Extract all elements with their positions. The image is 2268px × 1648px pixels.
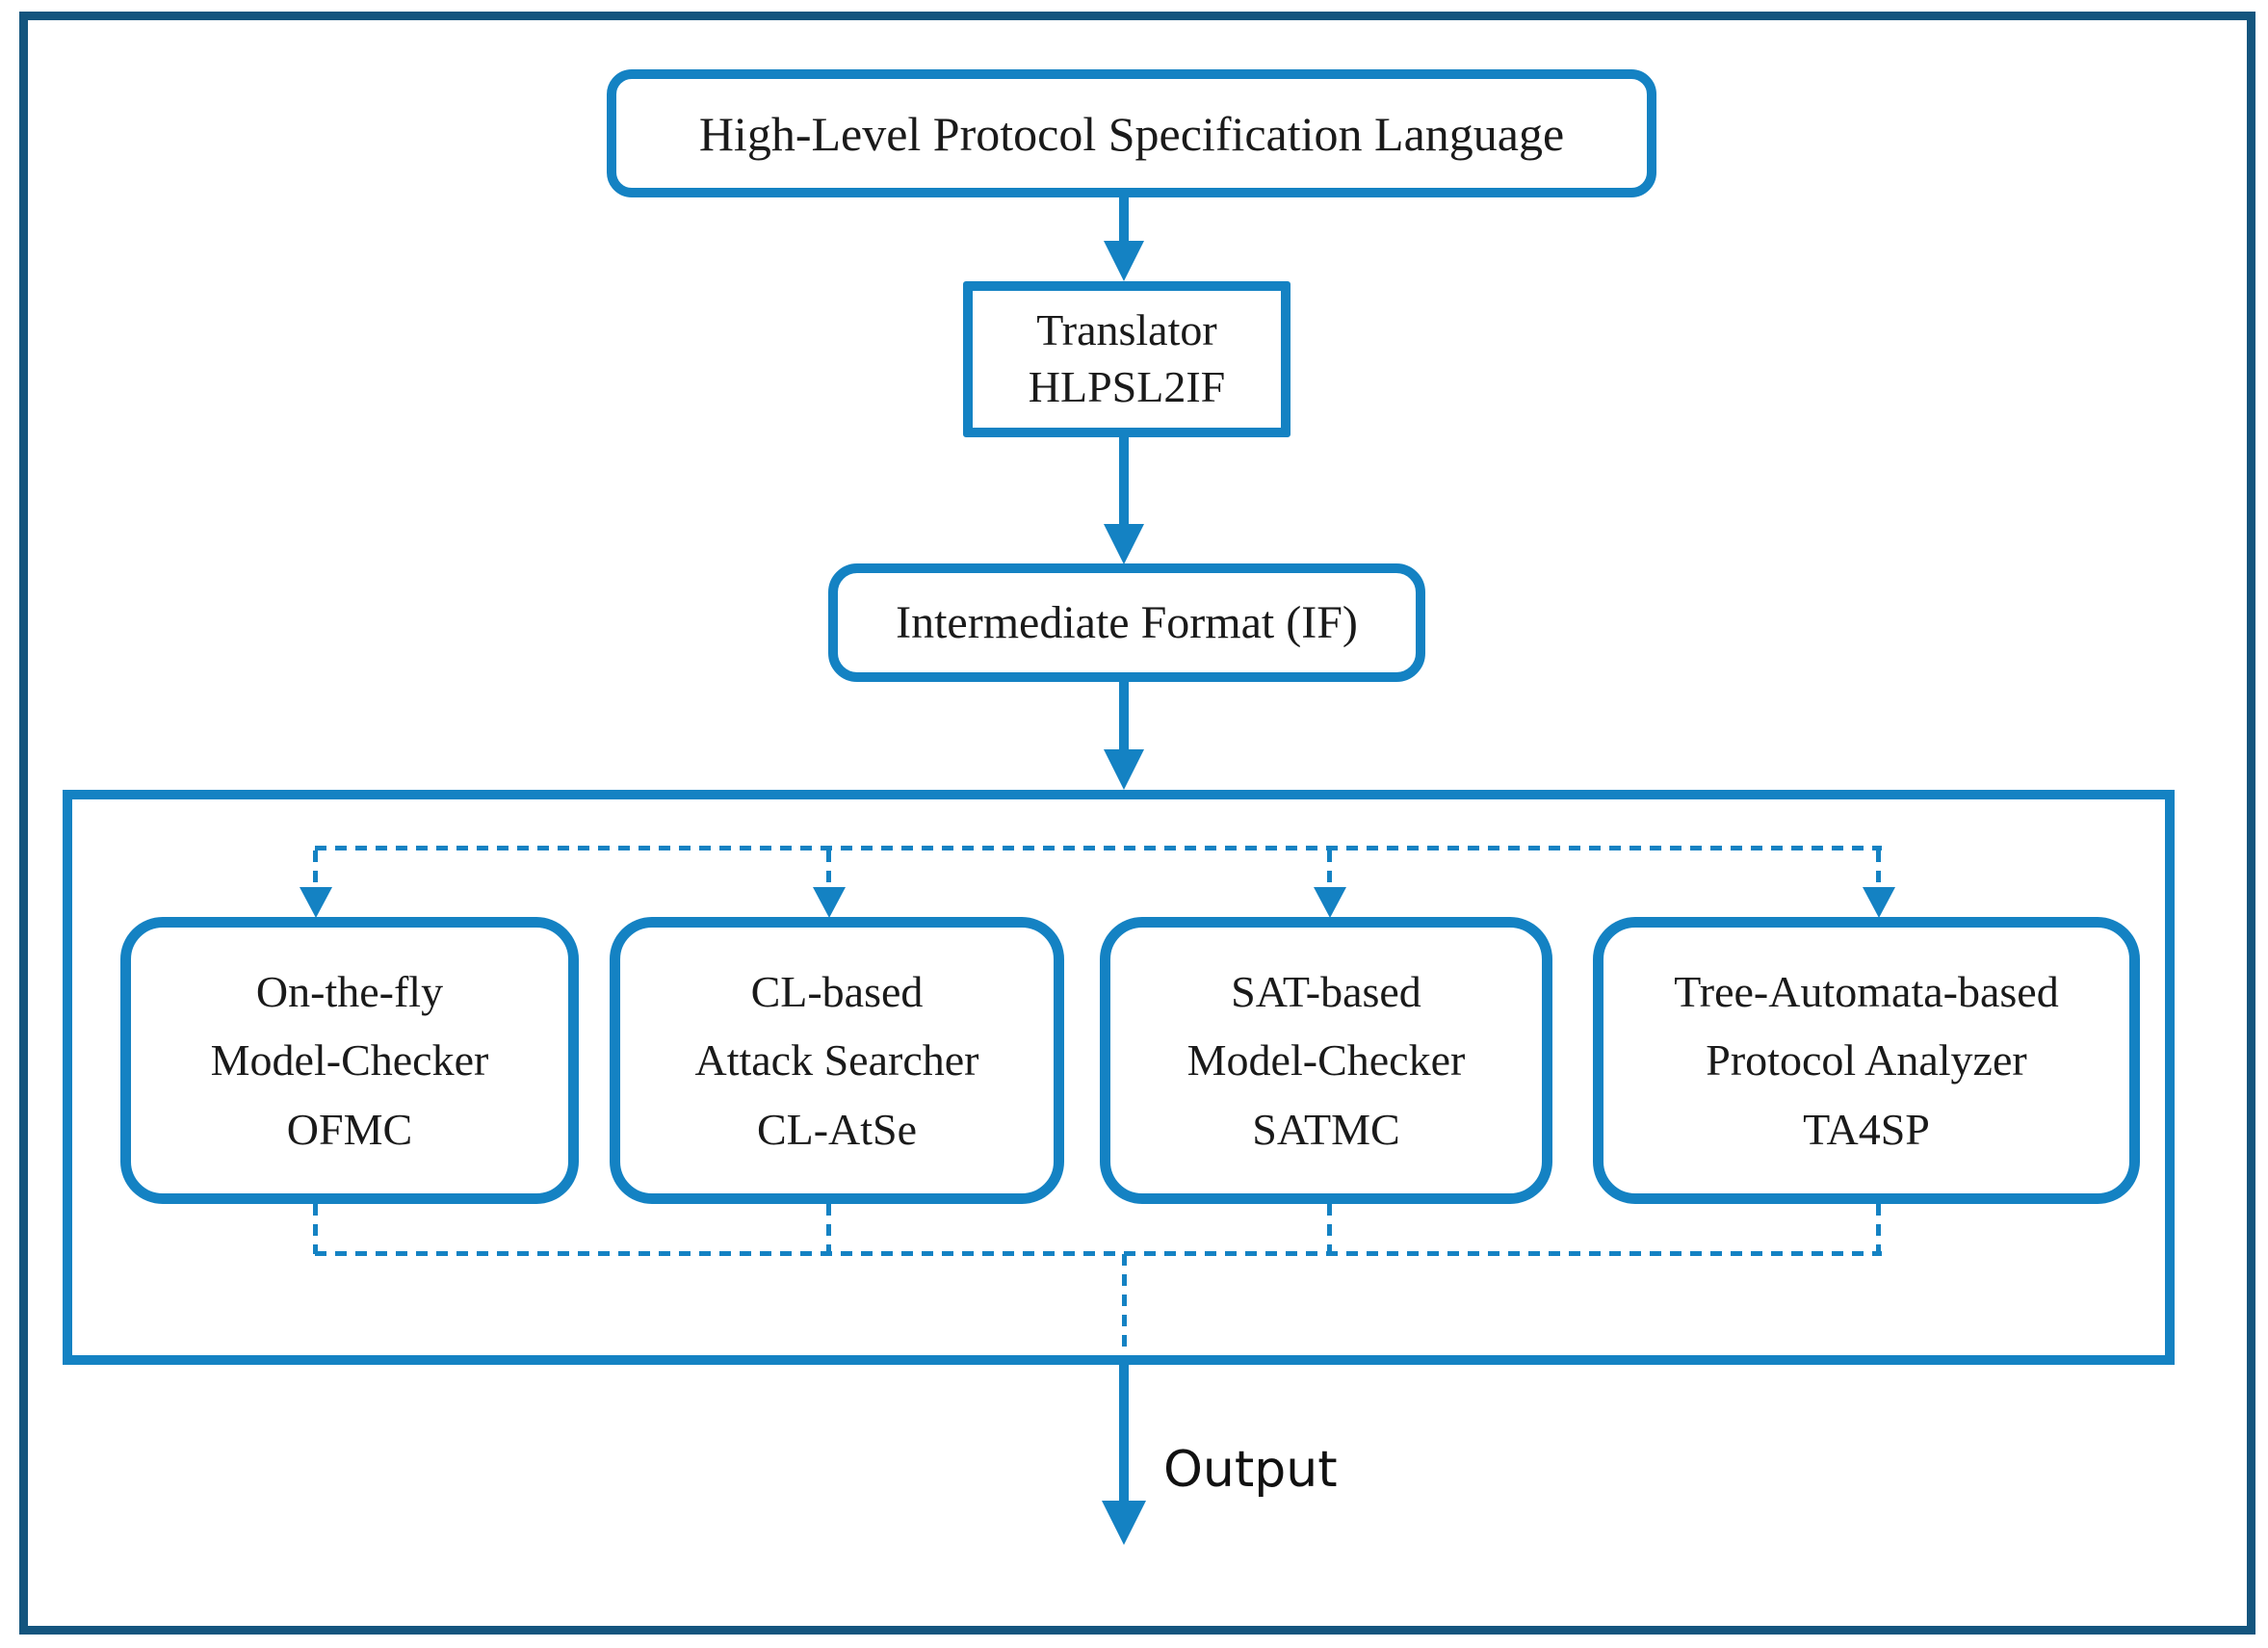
arrow-hlpsl-to-translator-shaft [1119, 196, 1129, 246]
ofmc-box: On-the-fly Model-Checker OFMC [120, 917, 579, 1204]
translator-box-line2: HLPSL2IF [1028, 362, 1226, 411]
translator-box: Translator HLPSL2IF [963, 281, 1290, 437]
output-label: Output [1163, 1441, 1338, 1499]
backends-container-box [63, 790, 2175, 1365]
hlpsl-box: High-Level Protocol Specification Langua… [607, 69, 1656, 197]
ta4sp-line3: TA4SP [1803, 1104, 1930, 1154]
hlpsl-box-label: High-Level Protocol Specification Langua… [698, 106, 1565, 161]
satmc-line2: Model-Checker [1186, 1035, 1466, 1086]
dashed-drop-satmc [1327, 850, 1332, 891]
ofmc-line2: Model-Checker [210, 1035, 489, 1086]
ta4sp-line1: Tree-Automata-based [1674, 967, 2059, 1017]
diagram-outer-frame [19, 12, 2255, 1635]
ta4sp-box: Tree-Automata-based Protocol Analyzer TA… [1593, 917, 2140, 1204]
dashed-arrowhead-ta4sp [1863, 887, 1895, 918]
arrow-if-to-backends-head [1104, 749, 1144, 790]
arrow-translator-to-if-shaft [1119, 435, 1129, 526]
intermediate-format-box: Intermediate Format (IF) [828, 563, 1425, 682]
ofmc-line3: OFMC [286, 1104, 413, 1154]
translator-box-line1: Translator [1036, 305, 1217, 355]
dashed-drop-clatse [826, 850, 831, 891]
satmc-line3: SATMC [1252, 1104, 1400, 1154]
dashed-arrowhead-ofmc [300, 887, 332, 918]
dashed-rise-satmc [1327, 1204, 1332, 1254]
satmc-box: SAT-based Model-Checker SATMC [1100, 917, 1552, 1204]
dashed-merge-stem [1122, 1254, 1127, 1363]
dashed-rise-ofmc [313, 1204, 318, 1254]
dashed-branch-line [315, 846, 1882, 850]
output-arrow-head [1102, 1501, 1146, 1545]
intermediate-format-label: Intermediate Format (IF) [896, 597, 1358, 648]
satmc-line1: SAT-based [1231, 967, 1421, 1017]
dashed-rise-clatse [826, 1204, 831, 1254]
dashed-merge-line [315, 1251, 1882, 1256]
dashed-drop-ofmc [313, 850, 318, 891]
clatse-line3: CL-AtSe [756, 1104, 918, 1154]
arrow-hlpsl-to-translator-head [1104, 241, 1144, 281]
dashed-rise-ta4sp [1876, 1204, 1881, 1254]
clatse-line1: CL-based [750, 967, 924, 1017]
output-arrow-shaft [1119, 1363, 1129, 1504]
dashed-arrowhead-satmc [1314, 887, 1346, 918]
dashed-drop-ta4sp [1876, 850, 1881, 891]
arrow-if-to-backends-shaft [1119, 680, 1129, 751]
ta4sp-line2: Protocol Analyzer [1706, 1035, 2027, 1086]
ofmc-line1: On-the-fly [255, 967, 444, 1017]
clatse-line2: Attack Searcher [694, 1035, 979, 1086]
dashed-arrowhead-clatse [813, 887, 846, 918]
arrow-translator-to-if-head [1104, 524, 1144, 564]
clatse-box: CL-based Attack Searcher CL-AtSe [610, 917, 1064, 1204]
